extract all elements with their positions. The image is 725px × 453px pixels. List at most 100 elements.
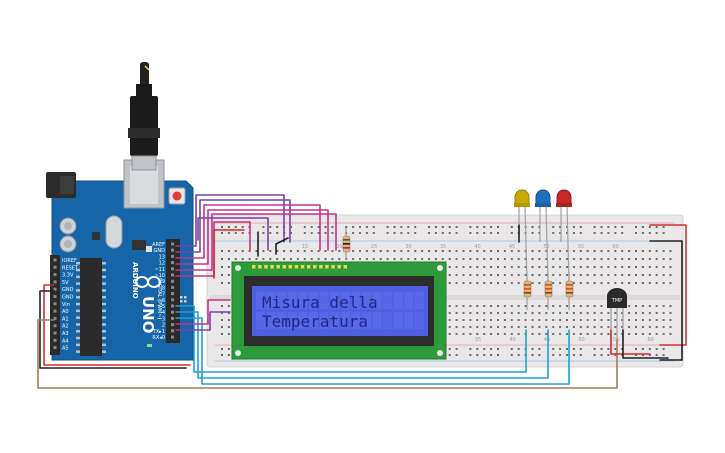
breadboard-hole[interactable]	[531, 319, 534, 321]
digital-pin[interactable]	[171, 242, 174, 246]
breadboard-hole[interactable]	[227, 305, 230, 307]
breadboard-hole[interactable]	[359, 258, 361, 260]
breadboard-hole[interactable]	[462, 258, 465, 260]
breadboard-hole[interactable]	[531, 258, 534, 260]
breadboard-hole[interactable]	[669, 282, 672, 284]
digital-pin[interactable]	[171, 304, 174, 308]
breadboard-hole[interactable]	[586, 258, 589, 260]
breadboard-hole[interactable]	[641, 333, 644, 335]
breadboard-hole[interactable]	[276, 226, 279, 228]
breadboard-hole[interactable]	[552, 312, 555, 314]
breadboard-hole[interactable]	[531, 354, 534, 356]
breadboard-hole[interactable]	[359, 250, 361, 252]
breadboard-hole[interactable]	[476, 312, 479, 314]
breadboard-hole[interactable]	[600, 348, 603, 350]
breadboard-hole[interactable]	[462, 274, 465, 276]
breadboard-hole[interactable]	[221, 274, 223, 276]
breadboard-hole[interactable]	[469, 348, 472, 350]
wire-magenta-4[interactable]	[175, 221, 251, 277]
breadboard-hole[interactable]	[517, 250, 520, 252]
breadboard-hole[interactable]	[621, 226, 624, 228]
breadboard-hole[interactable]	[269, 232, 272, 234]
breadboard-hole[interactable]	[303, 250, 306, 252]
breadboard-hole[interactable]	[614, 348, 617, 350]
breadboard-hole[interactable]	[393, 232, 396, 234]
breadboard-hole[interactable]	[655, 333, 658, 335]
usb-cable-icon[interactable]	[128, 62, 160, 171]
breadboard-hole[interactable]	[572, 282, 575, 284]
breadboard-hole[interactable]	[290, 250, 292, 252]
breadboard-hole[interactable]	[255, 250, 258, 252]
breadboard-hole[interactable]	[648, 258, 651, 260]
breadboard-hole[interactable]	[455, 319, 458, 321]
breadboard-hole[interactable]	[641, 312, 644, 314]
breadboard-hole[interactable]	[262, 250, 265, 252]
breadboard-hole[interactable]	[593, 226, 596, 228]
breadboard-hole[interactable]	[552, 274, 555, 276]
breadboard-hole[interactable]	[393, 226, 396, 228]
breadboard-hole[interactable]	[490, 305, 493, 307]
breadboard-hole[interactable]	[641, 226, 644, 228]
breadboard-hole[interactable]	[441, 226, 444, 228]
breadboard-hole[interactable]	[648, 312, 651, 314]
breadboard-hole[interactable]	[545, 312, 548, 314]
breadboard-hole[interactable]	[483, 226, 486, 228]
breadboard-hole[interactable]	[635, 232, 637, 234]
breadboard-hole[interactable]	[559, 266, 562, 268]
breadboard-hole[interactable]	[455, 354, 458, 356]
digital-pin[interactable]	[171, 273, 174, 277]
breadboard-hole[interactable]	[490, 266, 493, 268]
breadboard-hole[interactable]	[593, 354, 596, 356]
digital-pin[interactable]	[171, 254, 174, 258]
breadboard-hole[interactable]	[531, 266, 534, 268]
breadboard-hole[interactable]	[559, 282, 562, 284]
breadboard-hole[interactable]	[503, 250, 506, 252]
breadboard-hole[interactable]	[221, 232, 223, 234]
breadboard-hole[interactable]	[586, 333, 589, 335]
breadboard-hole[interactable]	[538, 319, 541, 321]
digital-pin[interactable]	[171, 279, 174, 283]
breadboard-hole[interactable]	[483, 312, 486, 314]
breadboard-hole[interactable]	[490, 274, 493, 276]
breadboard-hole[interactable]	[552, 333, 555, 335]
breadboard-hole[interactable]	[503, 319, 506, 321]
breadboard-hole[interactable]	[372, 226, 375, 228]
digital-pin[interactable]	[171, 310, 174, 314]
breadboard-hole[interactable]	[662, 348, 665, 350]
breadboard-hole[interactable]	[227, 266, 230, 268]
breadboard-hole[interactable]	[572, 258, 575, 260]
breadboard-hole[interactable]	[483, 282, 486, 284]
breadboard-hole[interactable]	[586, 250, 589, 252]
breadboard-hole[interactable]	[662, 326, 665, 328]
breadboard-hole[interactable]	[538, 333, 541, 335]
breadboard-hole[interactable]	[276, 258, 279, 260]
breadboard-hole[interactable]	[566, 258, 568, 260]
breadboard-hole[interactable]	[579, 333, 582, 335]
breadboard-hole[interactable]	[221, 282, 223, 284]
breadboard-hole[interactable]	[662, 305, 665, 307]
wire-blue-1[interactable]	[175, 305, 527, 373]
breadboard-hole[interactable]	[517, 319, 520, 321]
breadboard-hole[interactable]	[510, 266, 513, 268]
digital-pin[interactable]	[171, 329, 174, 333]
breadboard-hole[interactable]	[227, 258, 230, 260]
lcd-contrast-resistor[interactable]	[342, 228, 351, 260]
breadboard-hole[interactable]	[510, 348, 513, 350]
breadboard-hole[interactable]	[365, 258, 368, 260]
breadboard-hole[interactable]	[448, 319, 451, 321]
breadboard-hole[interactable]	[483, 305, 486, 307]
breadboard-hole[interactable]	[641, 274, 644, 276]
breadboard-hole[interactable]	[607, 326, 610, 328]
breadboard-hole[interactable]	[572, 319, 575, 321]
power-pin[interactable]	[53, 265, 57, 269]
breadboard-hole[interactable]	[607, 250, 610, 252]
led-blue[interactable]	[535, 189, 551, 283]
led-red[interactable]	[556, 189, 572, 283]
breadboard-hole[interactable]	[345, 226, 348, 228]
breadboard-hole[interactable]	[414, 232, 417, 234]
breadboard-hole[interactable]	[614, 258, 617, 260]
breadboard-hole[interactable]	[648, 326, 651, 328]
breadboard-hole[interactable]	[517, 258, 520, 260]
